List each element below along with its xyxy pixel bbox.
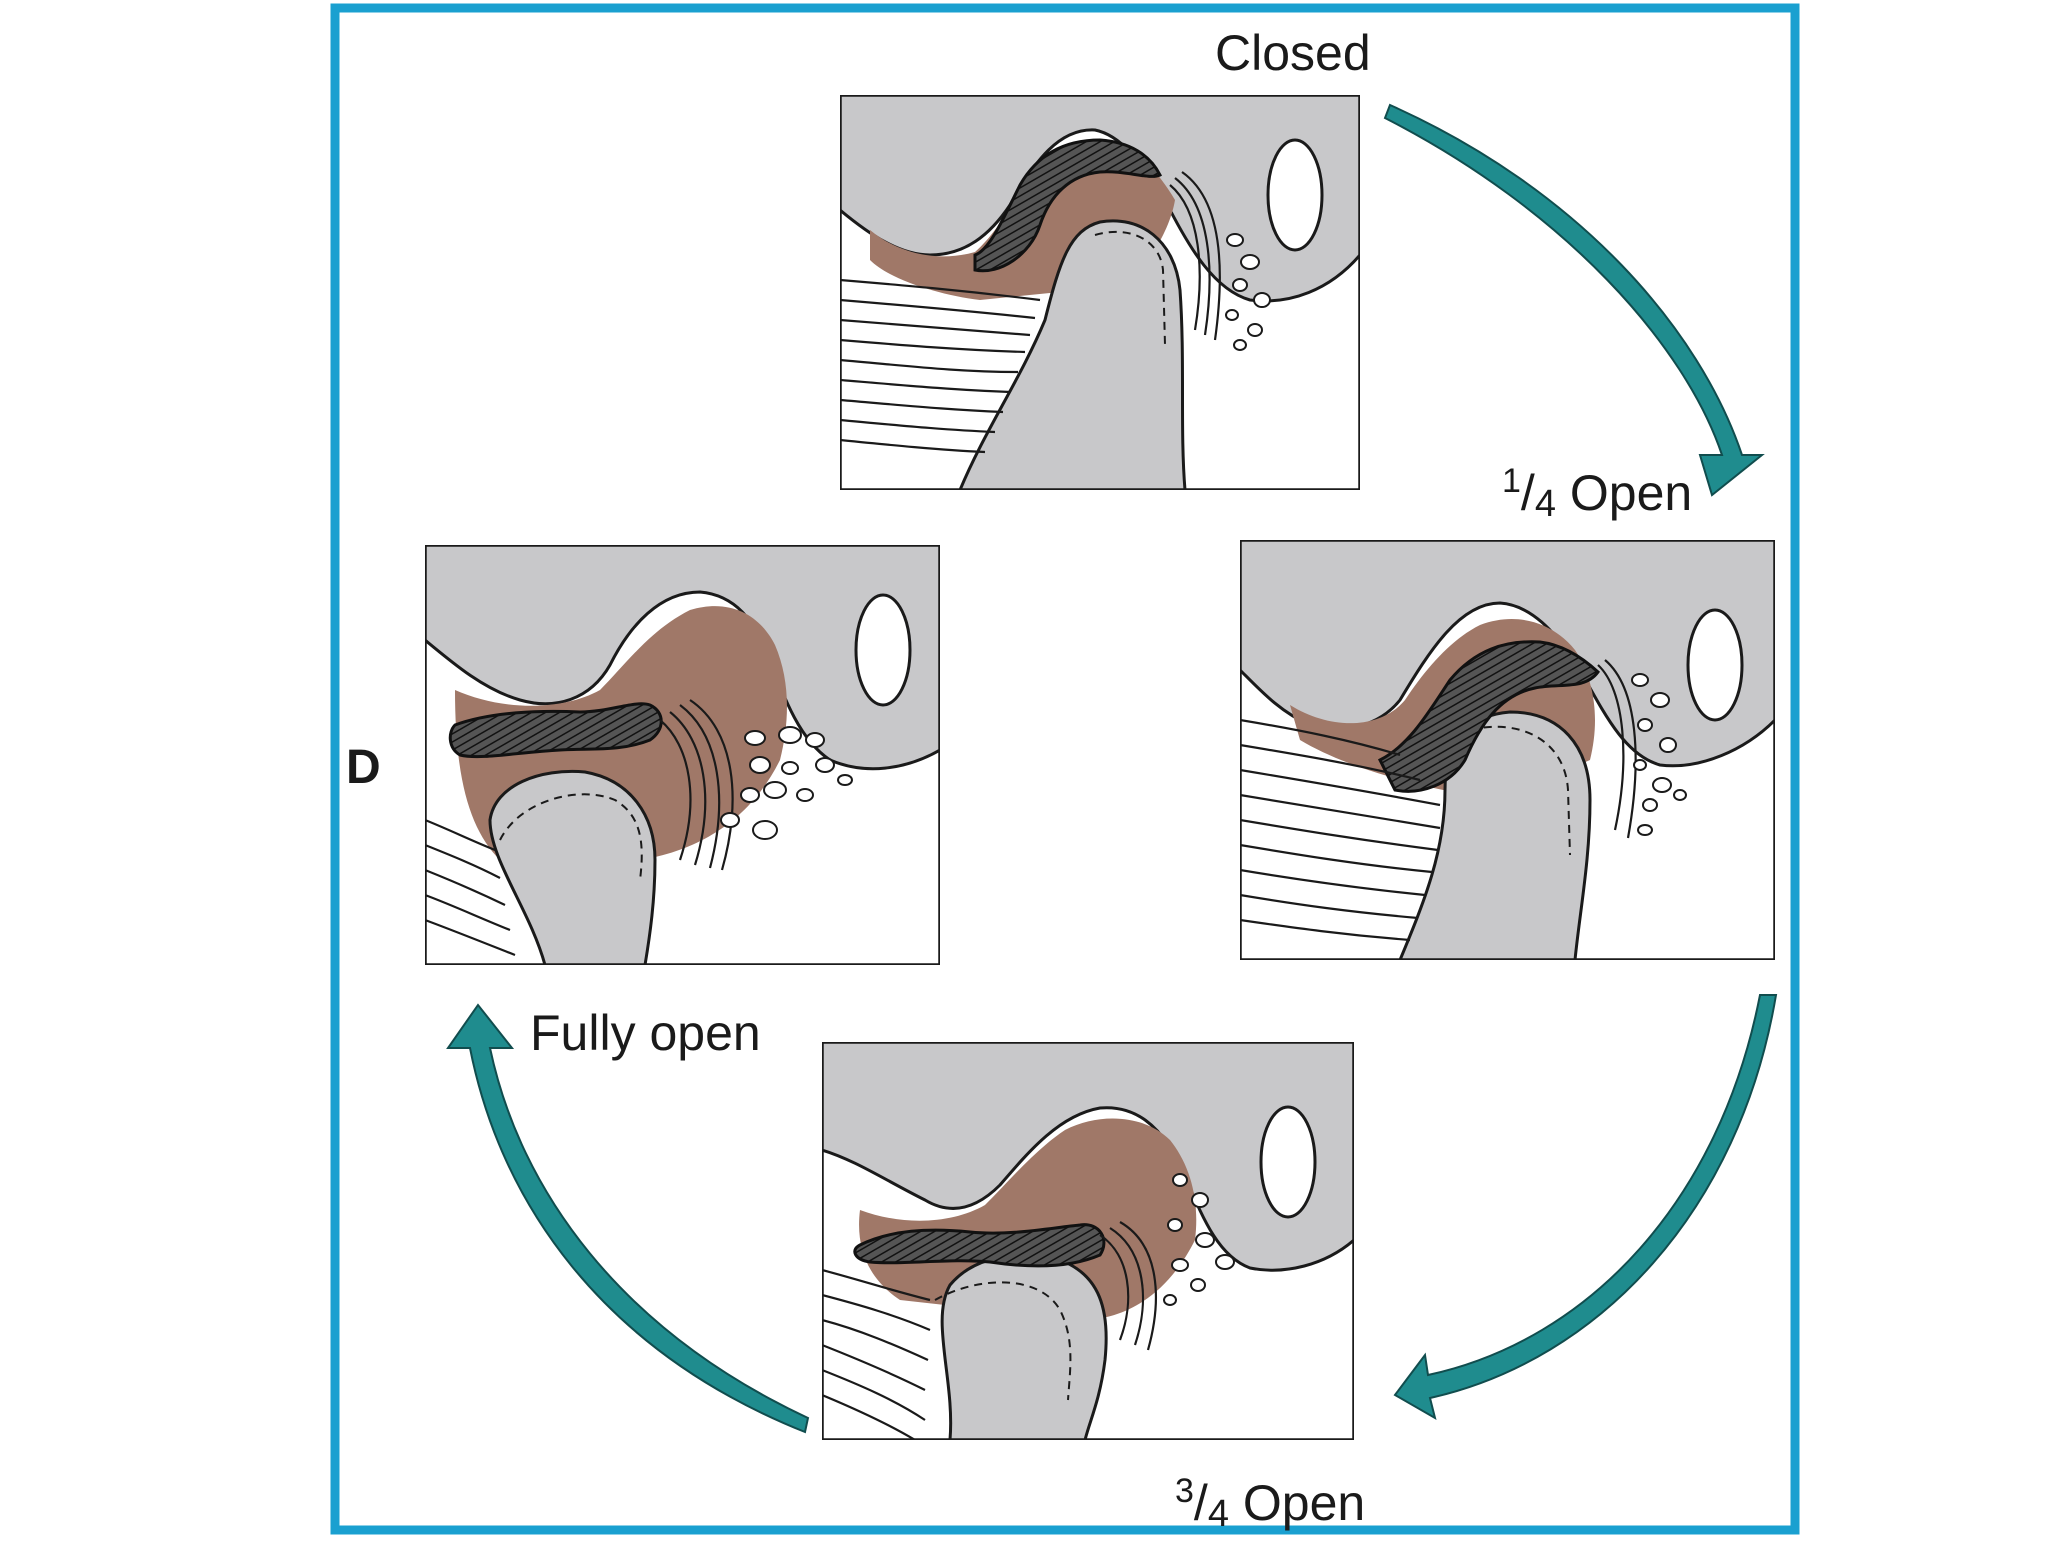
condyle	[958, 219, 1187, 490]
condyle	[940, 1253, 1108, 1440]
figure-frame	[330, 3, 1800, 1535]
condyle	[488, 769, 657, 965]
arrow-closed-to-quarter	[1383, 103, 1765, 497]
label-quarter-denominator: 4	[1534, 483, 1556, 525]
ligament-fibers	[1240, 659, 1637, 942]
ear-canal	[854, 593, 912, 707]
ligament-fibers	[425, 699, 734, 957]
articular-disc	[973, 138, 1163, 273]
label-closed: Closed	[1215, 25, 1371, 81]
panel-fully-open	[425, 545, 940, 965]
label-quarter-word: Open	[1569, 465, 1693, 521]
ear-canal	[1266, 138, 1324, 252]
panel-letter: D	[346, 741, 381, 794]
retrodiscal-granules	[720, 726, 853, 840]
articular-disc	[1377, 640, 1600, 793]
panel-quarter-open	[1240, 540, 1775, 960]
label-three-quarter-numerator: 3	[1175, 1472, 1194, 1510]
articular-disc	[448, 702, 663, 759]
panel-closed	[840, 95, 1360, 490]
label-quarter-numerator: 1	[1502, 462, 1521, 500]
retrodiscal-granules	[1225, 233, 1271, 351]
ligament-fibers	[822, 1221, 1157, 1440]
label-quarter-open: 1/4 Open	[1502, 464, 1693, 523]
soft-tissue	[859, 1118, 1197, 1320]
arrow-quarter-to-three-quarter	[1393, 994, 1778, 1421]
label-three-quarter-open: 3/4 Open	[1175, 1474, 1366, 1533]
ear-canal	[1259, 1105, 1317, 1219]
label-three-quarter-slash: /	[1193, 1475, 1208, 1531]
label-three-quarter-word: Open	[1242, 1475, 1366, 1531]
retrodiscal-granules	[1163, 1173, 1235, 1306]
label-fully-open: Fully open	[530, 1005, 761, 1061]
label-quarter-slash: /	[1520, 465, 1535, 521]
ear-canal	[1686, 608, 1744, 722]
panel-three-quarter-open	[822, 1042, 1354, 1440]
skull-bone	[822, 1042, 1354, 1272]
articular-disc	[853, 1223, 1106, 1268]
label-three-quarter-denominator: 4	[1207, 1493, 1229, 1535]
arrow-three-quarter-to-fully	[446, 1003, 810, 1434]
retrodiscal-granules	[1631, 673, 1687, 836]
ligament-fibers	[840, 171, 1221, 454]
